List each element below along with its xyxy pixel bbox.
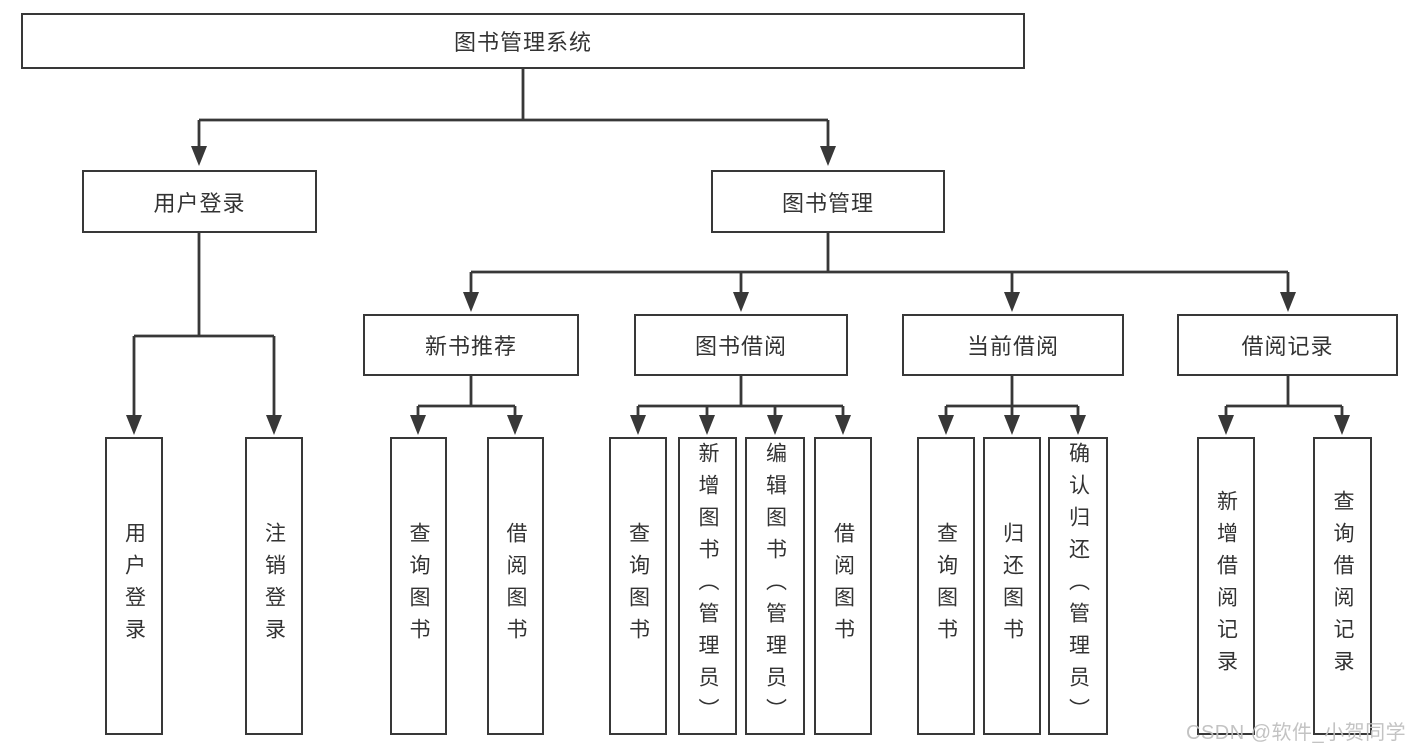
leaf-query-books-current: 查询图书 — [917, 437, 975, 735]
node-user-login-label: 用户登录 — [153, 190, 246, 216]
arrowhead-down-icon — [767, 415, 783, 435]
connector-branch-2 — [463, 231, 1296, 312]
arrowhead-down-icon — [938, 415, 954, 435]
connector-branch-3 — [410, 374, 523, 435]
leaf-user-login-label: 用户登录 — [122, 522, 146, 650]
node-new-book-recommend: 新书推荐 — [363, 314, 579, 376]
node-book-management-label: 图书管理 — [781, 190, 874, 216]
connector-branch-0 — [191, 67, 836, 166]
arrowhead-down-icon — [126, 415, 142, 435]
leaf-logout-label: 注销登录 — [262, 522, 286, 650]
node-current-borrowing: 当前借阅 — [902, 314, 1124, 376]
arrowhead-down-icon — [1004, 292, 1020, 312]
arrowhead-down-icon — [1004, 415, 1020, 435]
node-current-borrowing-label: 当前借阅 — [966, 334, 1059, 359]
arrowhead-down-icon — [1280, 292, 1296, 312]
arrowhead-down-icon — [1070, 415, 1086, 435]
arrowhead-down-icon — [835, 415, 851, 435]
node-root: 图书管理系统 — [21, 13, 1025, 69]
leaf-query-books-borrowing-label: 查询图书 — [626, 522, 650, 650]
leaf-borrow-books-recommend-label: 借阅图书 — [504, 522, 527, 650]
arrowhead-down-icon — [1218, 415, 1234, 435]
arrowhead-down-icon — [820, 146, 836, 166]
arrowhead-down-icon — [507, 415, 523, 435]
leaf-query-books-recommend-label: 查询图书 — [407, 522, 430, 650]
node-borrowing-records: 借阅记录 — [1177, 314, 1398, 376]
arrowhead-down-icon — [1334, 415, 1350, 435]
node-book-borrowing-label: 图书借阅 — [694, 334, 787, 359]
leaf-borrow-books-recommend: 借阅图书 — [487, 437, 544, 735]
connector-branch-4 — [630, 374, 851, 435]
arrowhead-down-icon — [463, 292, 479, 312]
node-book-borrowing: 图书借阅 — [634, 314, 848, 376]
leaf-query-books-recommend: 查询图书 — [390, 437, 447, 735]
arrowhead-down-icon — [191, 146, 207, 166]
leaf-add-borrow-record: 新增借阅记录 — [1197, 437, 1255, 735]
leaf-query-books-borrowing: 查询图书 — [609, 437, 667, 735]
node-book-management: 图书管理 — [711, 170, 945, 233]
arrowhead-down-icon — [266, 415, 282, 435]
connector-branch-1 — [126, 231, 282, 435]
leaf-add-books-admin-label: 新增图书（管理员） — [696, 442, 719, 730]
leaf-add-books-admin: 新增图书（管理员） — [678, 437, 737, 735]
csdn-watermark: CSDN @软件_小贺同学 — [1186, 722, 1405, 744]
leaf-edit-books-admin-label: 编辑图书（管理员） — [763, 442, 787, 730]
connector-branch-5 — [938, 374, 1086, 435]
node-root-label: 图书管理系统 — [453, 30, 592, 55]
leaf-edit-books-admin: 编辑图书（管理员） — [745, 437, 805, 735]
leaf-borrow-books-borrowing: 借阅图书 — [814, 437, 872, 735]
arrowhead-down-icon — [733, 292, 749, 312]
leaf-borrow-books-borrowing-label: 借阅图书 — [831, 522, 855, 650]
leaf-user-login: 用户登录 — [105, 437, 163, 735]
leaf-query-borrow-record: 查询借阅记录 — [1313, 437, 1372, 735]
node-new-book-recommend-label: 新书推荐 — [424, 334, 517, 359]
node-borrowing-records-label: 借阅记录 — [1241, 334, 1334, 359]
leaf-confirm-return-admin-label: 确认归还（管理员） — [1066, 442, 1090, 730]
leaf-return-books-label: 归还图书 — [1000, 522, 1024, 650]
leaf-query-books-current-label: 查询图书 — [934, 522, 958, 650]
leaf-query-borrow-record-label: 查询借阅记录 — [1331, 490, 1354, 682]
arrowhead-down-icon — [699, 415, 715, 435]
leaf-logout: 注销登录 — [245, 437, 303, 735]
arrowhead-down-icon — [410, 415, 426, 435]
leaf-return-books: 归还图书 — [983, 437, 1041, 735]
arrowhead-down-icon — [630, 415, 646, 435]
leaf-add-borrow-record-label: 新增借阅记录 — [1214, 490, 1238, 682]
node-user-login: 用户登录 — [82, 170, 317, 233]
leaf-confirm-return-admin: 确认归还（管理员） — [1048, 437, 1108, 735]
connector-branch-6 — [1218, 374, 1350, 435]
